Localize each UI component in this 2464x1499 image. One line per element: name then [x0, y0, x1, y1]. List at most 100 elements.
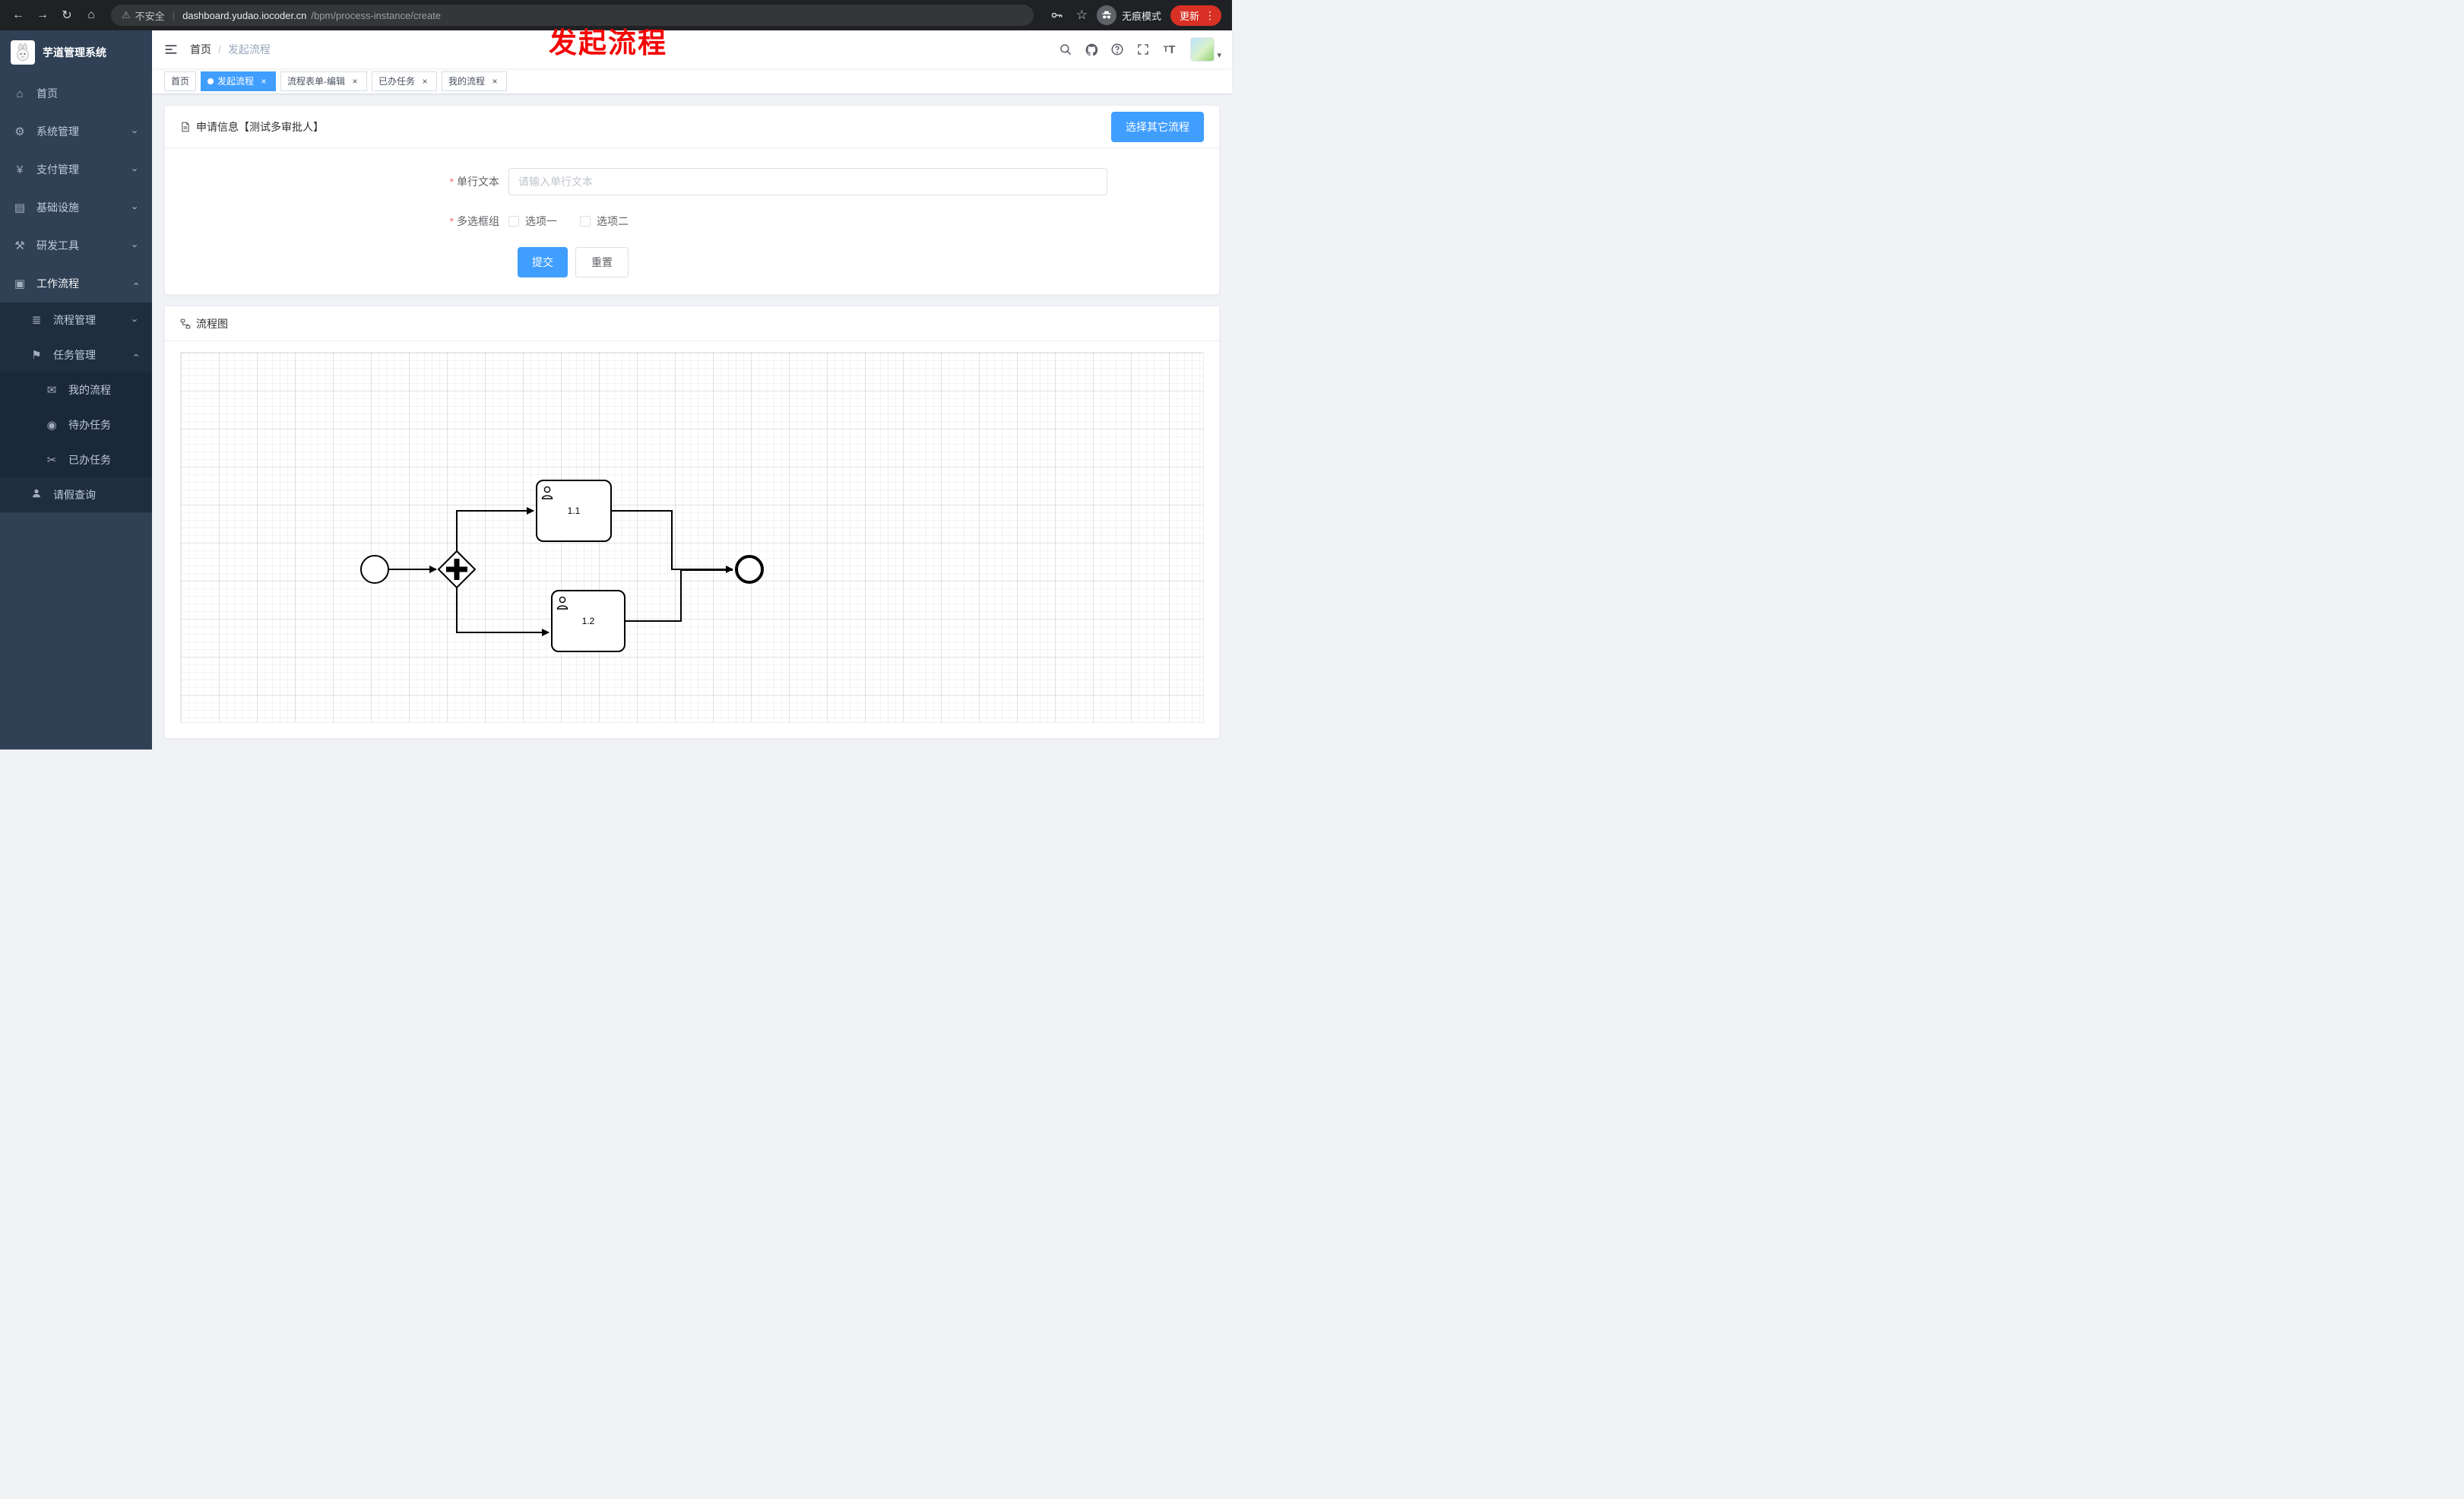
incognito-icon	[1096, 5, 1116, 25]
sidebar-item-label: 首页	[36, 87, 58, 100]
application-form: *单行文本 *多选框组 选项一 选项二	[165, 148, 1219, 294]
start-event-node[interactable]	[360, 555, 389, 584]
sidebar-item-label: 待办任务	[68, 419, 111, 431]
tab-home[interactable]: 首页	[164, 71, 197, 91]
process-list-icon: ≣	[31, 314, 42, 327]
checkbox-option-one[interactable]: 选项一	[508, 214, 557, 229]
checkbox-box[interactable]	[580, 216, 591, 227]
breadcrumb-home[interactable]: 首页	[190, 43, 211, 55]
task-flag-icon: ⚑	[31, 349, 42, 362]
text-field-row: *单行文本	[439, 168, 1107, 195]
select-other-process-button[interactable]: 选择其它流程	[1111, 111, 1204, 142]
tools-icon: ⚒	[14, 239, 25, 252]
tab-label: 我的流程	[448, 76, 486, 87]
sidebar-item-process-mgmt[interactable]: ≣ 流程管理 ›	[0, 303, 152, 338]
browser-menu-icon[interactable]: ⋮	[1205, 8, 1215, 21]
browser-reload-button[interactable]: ↻	[62, 9, 72, 22]
sidebar-item-system-mgmt[interactable]: ⚙ 系统管理 ›	[0, 113, 152, 151]
sidebar-item-task-mgmt[interactable]: ⚑ 任务管理 ›	[0, 338, 152, 372]
workflow-icon: ▣	[14, 277, 26, 290]
main-area: 首页 / 发起流程	[152, 30, 1232, 750]
bpmn-canvas[interactable]: 1.1 1.2	[180, 352, 1204, 723]
sidebar-item-label: 我的流程	[68, 384, 111, 396]
search-icon[interactable]	[1055, 39, 1076, 60]
bookmark-star-icon[interactable]: ☆	[1075, 8, 1088, 22]
eye-icon: ◉	[46, 419, 57, 432]
end-event-node[interactable]	[735, 555, 764, 584]
flow-gateway-to-task2[interactable]	[456, 587, 549, 636]
sidebar-item-payment-mgmt[interactable]: ¥ 支付管理 ›	[0, 151, 152, 189]
checkbox-label: 选项一	[525, 215, 557, 227]
chevron-down-icon: ›	[129, 129, 141, 134]
sidebar-item-dev-tools[interactable]: ⚒ 研发工具 ›	[0, 227, 152, 265]
tab-form-edit[interactable]: 流程表单-编辑 ×	[280, 71, 368, 91]
sidebar-item-label: 已办任务	[68, 454, 111, 466]
sidebar-item-leave-query[interactable]: 请假查询	[0, 477, 152, 512]
chevron-down-icon: ›	[129, 205, 141, 210]
sidebar-item-home[interactable]: ⌂ 首页	[0, 74, 152, 113]
app-logo-row[interactable]: 芋道管理系统	[0, 30, 152, 74]
home-icon: ⌂	[16, 87, 24, 100]
gear-icon: ⚙	[14, 125, 25, 138]
sidebar-item-my-process[interactable]: ✉ 我的流程	[0, 372, 152, 407]
fullscreen-icon[interactable]	[1132, 39, 1154, 60]
form-card-header: 申请信息【测试多审批人】 选择其它流程	[165, 106, 1219, 148]
help-icon[interactable]	[1107, 39, 1128, 60]
address-bar[interactable]: ⚠ 不安全 | dashboard.yudao.iocoder.cn/bpm/p…	[111, 5, 1034, 26]
parallel-gateway-node[interactable]	[437, 550, 477, 589]
hamburger-menu-icon[interactable]	[152, 30, 190, 68]
close-icon[interactable]: ×	[492, 75, 498, 87]
sidebar-item-infrastructure[interactable]: ▤ 基础设施 ›	[0, 189, 152, 227]
incognito-label: 无痕模式	[1121, 10, 1161, 22]
browser-update-button[interactable]: 更新 ⋮	[1170, 5, 1221, 26]
tab-done-tasks[interactable]: 已办任务 ×	[372, 71, 438, 91]
bpmn-diagram: 1.1 1.2	[360, 480, 764, 652]
checkbox-option-two[interactable]: 选项二	[580, 214, 629, 229]
flow-task2-to-end[interactable]	[625, 569, 733, 622]
sidebar-item-workflow[interactable]: ▣ 工作流程 ›	[0, 265, 152, 303]
password-key-icon[interactable]	[1046, 5, 1067, 26]
user-task-icon	[541, 486, 553, 499]
caret-down-icon: ▾	[1217, 51, 1221, 60]
close-icon[interactable]: ×	[422, 75, 428, 87]
user-avatar-menu[interactable]: ▾	[1190, 37, 1221, 62]
tab-create-process[interactable]: 发起流程 ×	[201, 71, 277, 91]
avatar[interactable]	[1190, 37, 1215, 62]
flow-card-title: 流程图	[196, 317, 228, 330]
sidebar-item-todo-tasks[interactable]: ◉ 待办任务	[0, 407, 152, 442]
close-icon[interactable]: ×	[352, 75, 358, 87]
required-asterisk: *	[449, 215, 454, 227]
reset-button[interactable]: 重置	[575, 247, 629, 277]
github-icon[interactable]	[1081, 39, 1102, 60]
flow-gateway-to-task1[interactable]	[456, 507, 534, 552]
sidebar-item-label: 工作流程	[36, 277, 79, 290]
browser-back-button[interactable]: ←	[12, 8, 24, 21]
tab-label: 流程表单-编辑	[287, 76, 346, 87]
page-content: 申请信息【测试多审批人】 选择其它流程 *单行文本 *多选框组 选项一	[152, 94, 1232, 750]
checkbox-box[interactable]	[508, 216, 519, 227]
tab-my-process[interactable]: 我的流程 ×	[442, 71, 508, 91]
browser-forward-button[interactable]: →	[36, 8, 49, 21]
submit-button[interactable]: 提交	[518, 247, 568, 277]
user-task-1-1-node[interactable]: 1.1	[536, 480, 612, 542]
close-icon[interactable]: ×	[261, 75, 267, 87]
sidebar-item-label: 支付管理	[36, 163, 79, 176]
single-line-text-input[interactable]	[508, 168, 1107, 195]
flow-diagram-card: 流程图	[164, 306, 1220, 739]
active-tab-dot	[207, 78, 214, 84]
sidebar-item-done-tasks[interactable]: ✂ 已办任务	[0, 442, 152, 477]
person-icon	[29, 488, 44, 502]
user-task-1-2-node[interactable]: 1.2	[551, 590, 626, 652]
required-asterisk: *	[449, 176, 454, 188]
not-secure-icon: ⚠	[122, 9, 131, 21]
chevron-up-icon: ›	[129, 281, 141, 286]
flow-task1-to-end[interactable]	[611, 510, 733, 573]
sidebar-item-label: 任务管理	[53, 349, 96, 361]
browser-home-button[interactable]: ⌂	[87, 8, 95, 21]
browser-actions: ☆ 无痕模式 更新 ⋮	[1043, 5, 1224, 26]
not-secure-label: 不安全	[135, 10, 165, 22]
top-navbar: 首页 / 发起流程	[152, 30, 1232, 68]
infrastructure-icon: ▤	[14, 201, 26, 214]
tags-view-bar: 首页 发起流程 × 流程表单-编辑 × 已办任务 × 我的流程 ×	[152, 68, 1232, 94]
